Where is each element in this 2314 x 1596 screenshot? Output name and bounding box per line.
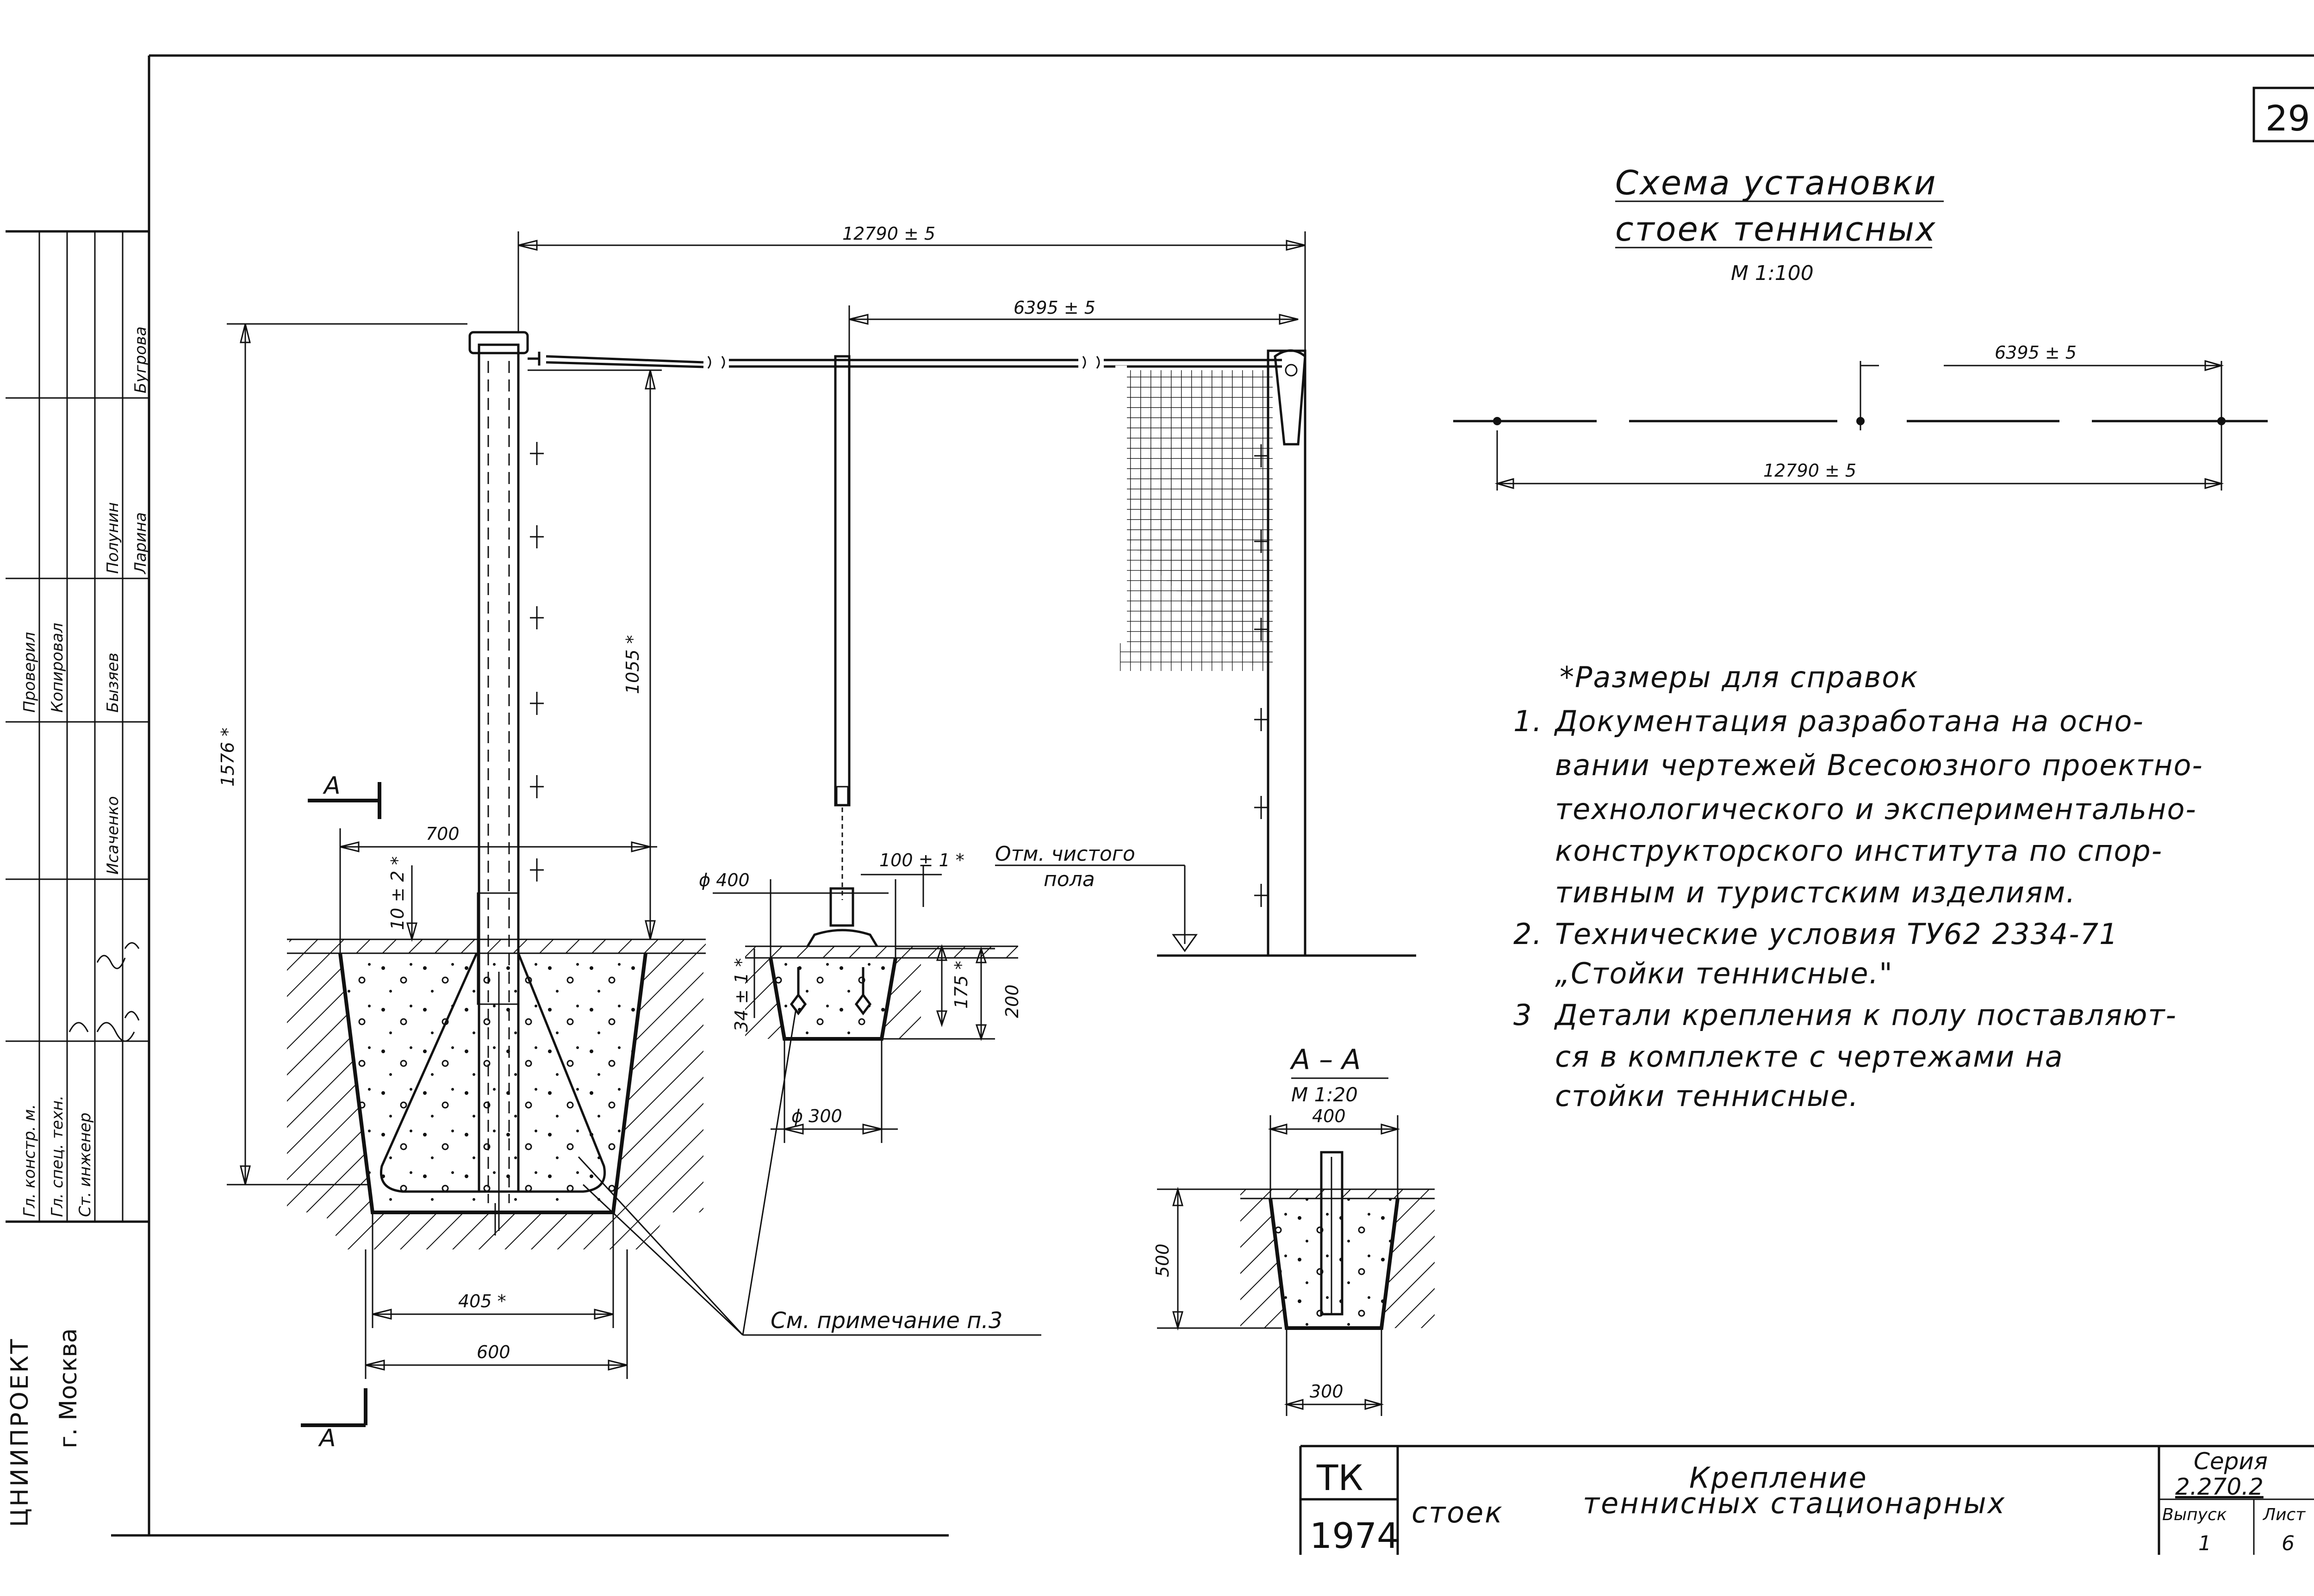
section-aa-dim-300: 300: [1310, 1381, 1344, 1402]
section-aa-dim-400: 400: [1312, 1106, 1346, 1126]
middle-anchor: [769, 957, 897, 1041]
tb-code-top: ТК: [1316, 1457, 1363, 1498]
right-pole: [1115, 349, 1306, 957]
stamp-org: ЦНИИПРОЕКТ: [6, 1337, 34, 1527]
stamp-name-5: Бугрова: [131, 326, 150, 393]
note-2-num: 2.: [1513, 917, 1543, 951]
scheme-dim-total: 12790 ± 5: [1763, 460, 1856, 481]
elevation-dimensions: [227, 231, 1306, 1427]
scheme-dim-half: 6395 ± 5: [1995, 342, 2077, 363]
floor-label-2: пола: [1044, 868, 1095, 891]
ground-section: [1240, 1188, 1435, 1328]
floor-level-marker: [995, 864, 1198, 952]
note-3-line-2: ся в комплекте с чертежами на: [1555, 1040, 2064, 1074]
elev-dim-600: 600: [477, 1342, 510, 1362]
elev-dim-height: 1576 *: [218, 727, 238, 787]
elev-dim-10: 10 ± 2 *: [387, 856, 408, 930]
elev-dim-net-height: 1055 *: [622, 635, 643, 694]
stamp-role-2: Гл. спец. техн.: [48, 1095, 67, 1217]
tb-issue-value: 1: [2198, 1532, 2211, 1555]
section-aa-scale: М 1:20: [1291, 1083, 1358, 1106]
elev-dim-200: 200: [1002, 984, 1022, 1018]
scheme-title-2: стоек теннисных: [1615, 210, 1937, 248]
section-mark-bottom: А: [318, 1424, 336, 1452]
note-1-line-2: вании чертежей Всесоюзного проектно-: [1555, 748, 2203, 782]
stamp-name-4: Ларина: [131, 512, 150, 575]
side-stamp: Гл. констр. м. Гл. спец. техн. Ст. инжен…: [6, 230, 150, 1527]
stamp-role-4: Проверил: [20, 632, 39, 713]
left-pole: [468, 331, 544, 1231]
page-number: 29: [2265, 98, 2310, 139]
elev-dim-175: 175 *: [951, 961, 971, 1009]
tb-series-value: 2.270.2: [2175, 1473, 2264, 1500]
elev-dim-34: 34 ± 1 *: [731, 958, 752, 1032]
tb-sheet-value: 6: [2282, 1532, 2295, 1555]
note-3-line-1: Детали крепления к полу поставляют-: [1554, 998, 2177, 1032]
notes-ref-sizes: *Размеры для справок: [1560, 660, 1919, 694]
note-2-line-2: „Стойки теннисные.": [1555, 956, 1893, 990]
note-1-line-5: тивным и туристским изделиям.: [1555, 876, 2076, 909]
note-1-line-3: технологического и экспериментально-: [1555, 792, 2197, 826]
stamp-role-3: Ст. инженер: [76, 1112, 94, 1217]
elev-dim-phi300: ϕ 300: [791, 1106, 842, 1126]
scheme-drawing: [1453, 360, 2268, 491]
elev-dim-100: 100 ± 1 *: [879, 850, 964, 870]
tb-code-year: 1974: [1310, 1515, 1399, 1556]
note-1-line-1: Документация разработана на осно-: [1554, 704, 2144, 738]
signature-marks: [68, 942, 140, 1042]
stamp-name-1: Исаченко: [104, 796, 122, 875]
elev-dim-half: 6395 ± 5: [1014, 298, 1095, 318]
center-strap: [806, 355, 878, 947]
tb-title-line1: стоек: [1412, 1496, 1504, 1529]
note-3-line-3: стойки теннисные.: [1555, 1079, 1859, 1113]
stamp-role-5: Копировал: [48, 623, 67, 713]
scheme-title-1: Схема установки: [1615, 163, 1937, 202]
section-aa-dim-500: 500: [1152, 1243, 1173, 1277]
tb-series-label: Серия: [2194, 1448, 2268, 1475]
frame: [111, 54, 2314, 1537]
note-1-num: 1.: [1513, 704, 1543, 738]
floor-label-1: Отм. чистого: [995, 842, 1135, 866]
section-mark-top: А: [323, 772, 341, 800]
section-aa: [1157, 1077, 1400, 1416]
elev-dim-total: 12790 ± 5: [842, 224, 935, 244]
title-block: [1299, 1445, 2314, 1555]
stamp-city: г. Москва: [55, 1328, 82, 1448]
scheme-scale: М 1:100: [1731, 261, 1814, 285]
tb-title-line2: теннисных стационарных: [1583, 1486, 2006, 1520]
tb-sheet-label: Лист: [2262, 1505, 2306, 1524]
note-1-line-4: конструкторского института по спор-: [1555, 834, 2163, 868]
stamp-name-2: Бызяев: [104, 652, 122, 713]
elev-dim-700: 700: [426, 824, 460, 844]
top-cable: [528, 352, 1282, 369]
stamp-name-3: Полунин: [104, 502, 122, 574]
section-aa-title: А – А: [1289, 1043, 1361, 1076]
stamp-role-1: Гл. констр. м.: [20, 1104, 39, 1217]
notes: *Размеры для справок 1. Документация раз…: [1513, 660, 2203, 1113]
tb-title-word: Крепление: [1689, 1461, 1868, 1495]
note-3-num: 3: [1513, 998, 1532, 1032]
note-2-line-1: Технические условия ТУ62 2334-71: [1555, 917, 2118, 951]
see-note-label: См. примечание п.3: [771, 1308, 1002, 1334]
tb-issue-label: Выпуск: [2162, 1505, 2227, 1524]
elev-dim-405: 405 *: [458, 1291, 506, 1311]
elev-dim-phi400: ϕ 400: [699, 870, 750, 890]
